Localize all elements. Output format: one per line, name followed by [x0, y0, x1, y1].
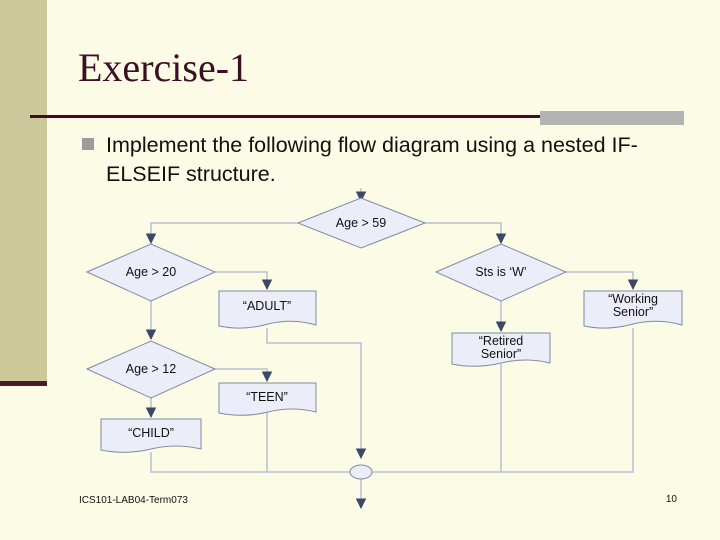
connector-retired-out	[372, 364, 502, 473]
connector-age12-to-teen	[215, 368, 273, 383]
page-number: 10	[665, 494, 677, 505]
connector-teen-out	[266, 412, 350, 473]
output-working-line2: Senior”	[613, 305, 653, 319]
decision-age20	[85, 243, 217, 302]
output-child-label: “CHILD”	[128, 426, 174, 440]
connector-sts-to-working	[566, 271, 639, 291]
connector-age20-to-adult	[215, 271, 273, 291]
decision-age20-label: Age > 20	[126, 265, 176, 279]
title-rule	[30, 115, 684, 118]
output-teen	[218, 382, 317, 416]
decision-sts	[434, 243, 568, 302]
merge-connector	[349, 464, 373, 480]
decision-age59-label: Age > 59	[336, 216, 386, 230]
footer-course-code: ICS101-LAB04-Term073	[79, 495, 188, 506]
bullet-square-icon	[82, 138, 94, 150]
output-adult	[218, 290, 317, 329]
output-child	[100, 418, 202, 453]
output-working	[583, 290, 683, 329]
output-working-line1: “Working	[608, 292, 658, 306]
connector-age59-to-age20	[145, 222, 298, 245]
connector-child-out	[150, 452, 267, 473]
connector-working-out	[501, 328, 634, 473]
side-band	[0, 0, 47, 383]
bullet-text: Implement the following flow diagram usi…	[106, 133, 638, 186]
output-teen-label: “TEEN”	[246, 390, 288, 404]
output-retired-line2: Senior”	[481, 347, 521, 361]
connector-adult-out	[266, 328, 367, 460]
decision-age12	[85, 340, 217, 399]
output-retired	[451, 332, 551, 367]
title-rule-accent	[540, 111, 684, 125]
decision-age59	[296, 197, 427, 249]
connector-age59-to-sts	[425, 222, 507, 245]
side-band-line	[0, 381, 47, 386]
decision-sts-label: Sts is ‘W’	[475, 265, 526, 279]
decision-age12-label: Age > 12	[126, 362, 176, 376]
slide-title: Exercise-1	[78, 45, 250, 90]
output-retired-line1: “Retired	[479, 334, 524, 348]
output-adult-label: “ADULT”	[243, 299, 291, 313]
